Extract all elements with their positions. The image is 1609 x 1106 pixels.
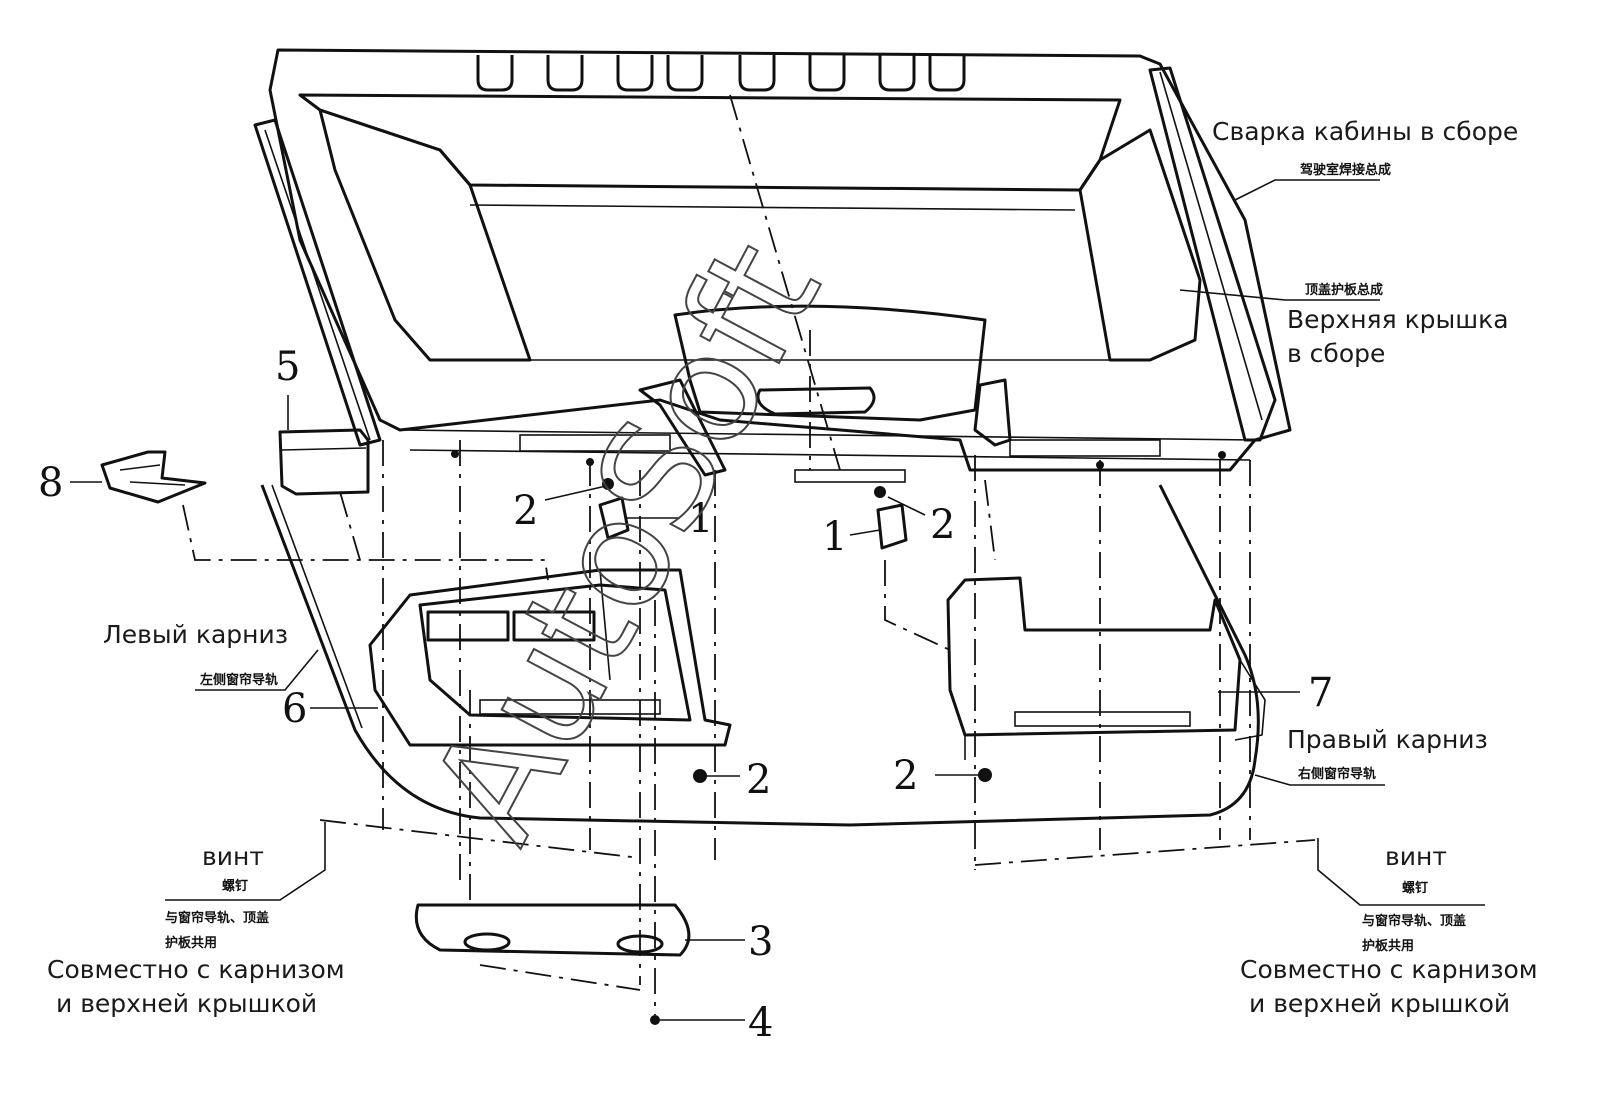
label-joint-left-cn1: 与窗帘导轨、顶盖 (165, 910, 269, 926)
label-right-rail: Правый карниз (1287, 725, 1488, 754)
callout-1-left: 1 (688, 496, 713, 542)
callout-5: 5 (275, 344, 300, 390)
assembly-lines (182, 94, 1316, 1015)
label-top-cover-2: в сборе (1287, 339, 1385, 368)
label-screw-right: винт (1385, 842, 1447, 871)
label-joint-left-1: Совместно с карнизом (47, 955, 345, 984)
callout-7: 7 (1308, 670, 1333, 716)
label-joint-right-1: Совместно с карнизом (1240, 955, 1538, 984)
label-leaders (165, 179, 1485, 906)
label-top-cover-cn: 顶盖护板总成 (1305, 282, 1383, 298)
fastener-points (451, 450, 1226, 1025)
callout-leaders (70, 395, 1300, 1021)
watermark-autosoft: AutoSoft (398, 216, 854, 867)
part-1-clips (598, 496, 908, 550)
label-left-rail: Левый карниз (103, 620, 288, 649)
callout-2-top-left: 2 (513, 488, 538, 534)
label-joint-right-cn2: 护板共用 (1362, 938, 1414, 954)
callout-2-bottom-right: 2 (893, 753, 918, 799)
label-joint-left-2: и верхней крышкой (56, 989, 317, 1018)
label-top-cover-1: Верхняя крышка (1287, 305, 1509, 334)
label-joint-right-2: и верхней крышкой (1249, 989, 1510, 1018)
label-joint-right-cn1: 与窗帘导轨、顶盖 (1362, 913, 1466, 929)
part-3-visor (414, 903, 691, 957)
callout-2-bottom-left: 2 (746, 757, 771, 803)
right-storage-box (946, 576, 1242, 760)
callout-4: 4 (748, 1000, 773, 1046)
label-screw-left: винт (202, 842, 264, 871)
callout-8: 8 (38, 460, 63, 506)
label-right-rail-cn: 右侧窗帘导轨 (1297, 766, 1376, 782)
callout-2-top-right: 2 (930, 502, 955, 548)
label-left-rail-cn: 左侧窗帘导轨 (200, 672, 278, 688)
part-7-right-rail (849, 484, 1266, 827)
part-8-bracket (100, 450, 207, 504)
label-screw-left-cn: 螺钉 (222, 878, 248, 894)
callout-3: 3 (748, 919, 773, 965)
part-5-block (278, 428, 370, 496)
label-joint-left-cn2: 护板共用 (165, 935, 217, 951)
callout-6: 6 (282, 686, 307, 732)
callout-1-right: 1 (822, 514, 847, 560)
label-screw-right-cn: 螺钉 (1402, 880, 1428, 896)
label-cab-weld: Сварка кабины в сборе (1212, 117, 1518, 146)
cab-frame (253, 48, 1292, 483)
label-cab-weld-cn: 驾驶室焊接总成 (1300, 162, 1391, 178)
